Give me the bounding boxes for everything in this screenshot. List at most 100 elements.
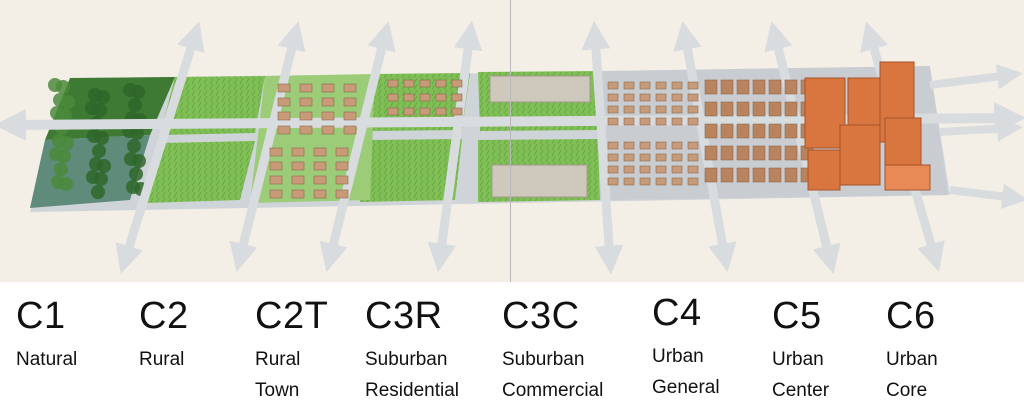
tower	[884, 117, 922, 169]
house	[736, 167, 750, 183]
house	[623, 153, 635, 162]
house	[720, 145, 734, 161]
center-divider-line	[510, 0, 511, 282]
house	[655, 165, 667, 174]
house	[720, 123, 734, 139]
house	[607, 153, 619, 162]
house	[687, 93, 699, 102]
house	[313, 189, 327, 199]
tree	[95, 131, 109, 145]
house	[655, 141, 667, 150]
house	[269, 189, 283, 199]
house	[269, 161, 283, 171]
zone-c1: C1 Natural	[16, 296, 77, 375]
road-arrow-icon	[929, 63, 1023, 90]
tree	[60, 136, 74, 150]
commercial-building	[491, 164, 588, 198]
zone-name-line1: Urban	[886, 349, 938, 370]
house	[784, 123, 798, 139]
zone-name-line1: Suburban	[502, 349, 585, 370]
house	[671, 177, 683, 186]
house	[639, 153, 651, 162]
house	[639, 93, 651, 102]
transect-illustration	[0, 0, 1024, 282]
house	[752, 145, 766, 161]
house	[720, 101, 734, 117]
house	[784, 101, 798, 117]
house	[704, 167, 718, 183]
house	[419, 93, 431, 102]
house	[623, 81, 635, 90]
house	[623, 177, 635, 186]
house	[403, 93, 415, 102]
house	[671, 81, 683, 90]
house	[768, 123, 782, 139]
house	[335, 161, 349, 171]
house	[720, 167, 734, 183]
house	[752, 101, 766, 117]
house	[335, 147, 349, 157]
zone-name-line1: Natural	[16, 349, 78, 370]
tree	[57, 149, 71, 163]
zone-c6: C6 Urban Core	[886, 296, 938, 406]
house	[655, 153, 667, 162]
house	[784, 167, 798, 183]
house	[435, 107, 447, 116]
house	[655, 177, 667, 186]
zone-code: C1	[16, 295, 66, 337]
house	[623, 141, 635, 150]
zone-code: C4	[652, 292, 702, 334]
tree	[94, 172, 108, 186]
zone-name-line1: Suburban	[365, 349, 448, 370]
house	[277, 111, 291, 121]
house	[607, 93, 619, 102]
zone-name-line2: Core	[886, 380, 928, 401]
house	[687, 105, 699, 114]
house	[607, 81, 619, 90]
tree	[93, 103, 107, 117]
house	[639, 165, 651, 174]
tree	[129, 167, 143, 181]
house	[387, 93, 399, 102]
house	[623, 117, 635, 126]
house	[435, 79, 447, 88]
house	[313, 175, 327, 185]
zone-name-line1: Rural	[139, 349, 185, 370]
house	[313, 147, 327, 157]
house	[419, 107, 431, 116]
house	[671, 93, 683, 102]
house	[687, 165, 699, 174]
house	[704, 123, 718, 139]
house	[291, 147, 305, 157]
tower	[804, 77, 846, 149]
zone-name-line2: Residential	[365, 380, 459, 401]
house	[607, 165, 619, 174]
house	[343, 83, 357, 93]
house	[687, 177, 699, 186]
house	[291, 161, 305, 171]
road-arrow-icon	[319, 21, 396, 272]
house	[639, 81, 651, 90]
house	[784, 145, 798, 161]
zone-code: C3C	[502, 295, 580, 337]
house	[639, 105, 651, 114]
house	[291, 189, 305, 199]
zone-name-line2: Center	[772, 380, 830, 401]
house	[655, 81, 667, 90]
house	[671, 105, 683, 114]
house	[736, 123, 750, 139]
house	[639, 141, 651, 150]
house	[736, 101, 750, 117]
house	[403, 79, 415, 88]
house	[403, 107, 415, 116]
commercial-building	[489, 75, 591, 103]
house	[736, 145, 750, 161]
house	[671, 117, 683, 126]
zone-c2: C2 Rural	[139, 296, 189, 375]
zone-c3c: C3C Suburban Commercial	[502, 296, 603, 406]
house	[704, 145, 718, 161]
tree	[61, 95, 75, 109]
zone-code: C6	[886, 295, 936, 337]
zone-name-line2: Commercial	[502, 380, 604, 401]
house	[299, 97, 313, 107]
